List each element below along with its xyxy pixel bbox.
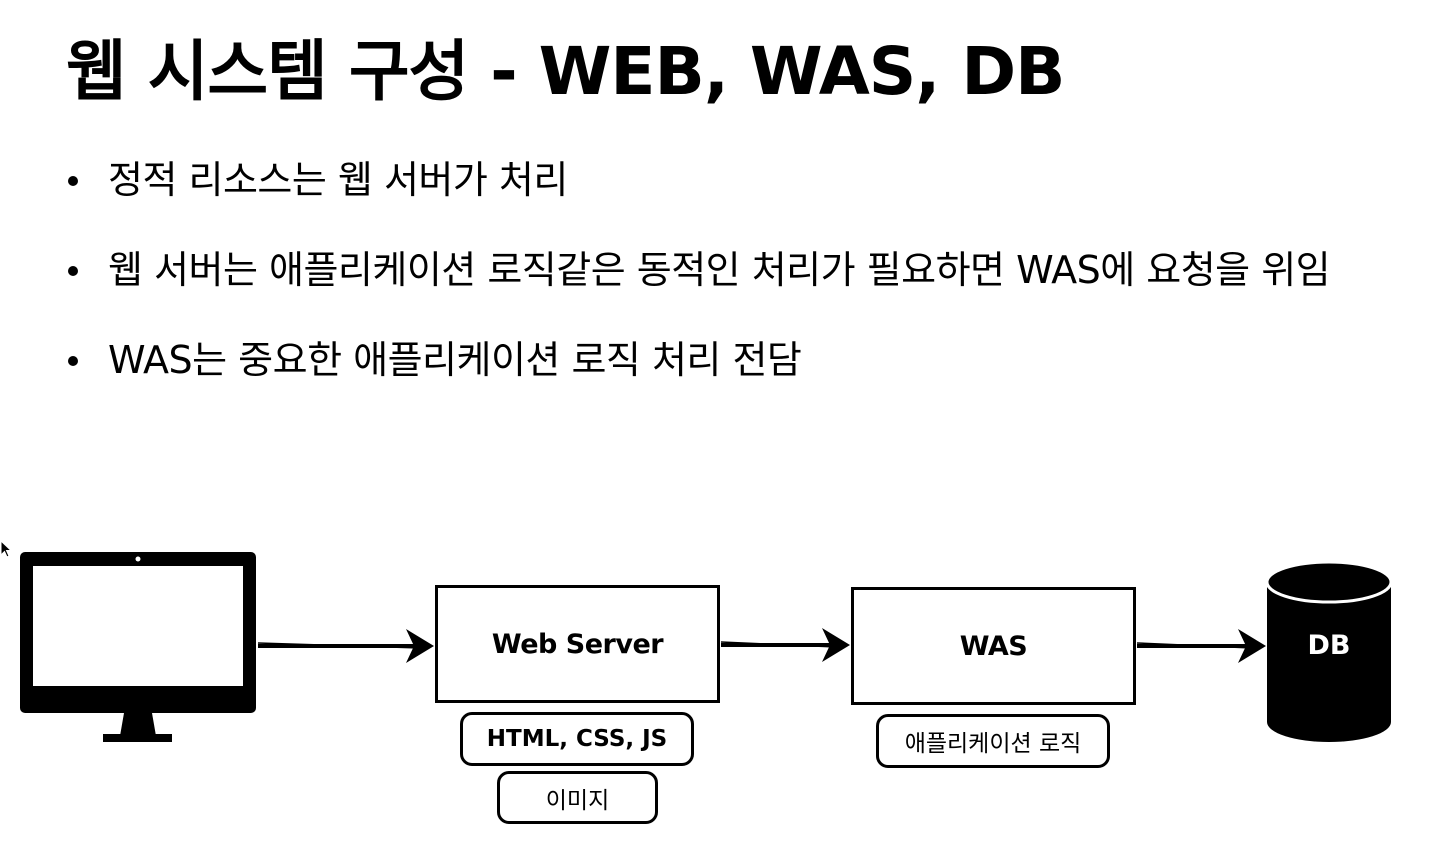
bullet-text: 웹 서버는 애플리케이션 로직같은 동적인 처리가 필요하면 WAS에 요청을 … <box>108 248 1331 292</box>
bullet-dot-icon <box>68 356 78 366</box>
web-server-label: Web Server <box>491 628 664 660</box>
diagram-graphics <box>20 552 1393 742</box>
slide-title: 웹 시스템 구성 - WEB, WAS, DB <box>66 33 1065 110</box>
db-label: DB <box>1307 630 1351 661</box>
bullet-item: WAS는 중요한 애플리케이션 로직 처리 전담 <box>66 330 1330 390</box>
arrow-client-to-web-icon <box>257 629 434 663</box>
bullet-list: 정적 리소스는 웹 서버가 처리 웹 서버는 애플리케이션 로직같은 동적인 처… <box>66 150 1331 420</box>
bullet-dot-icon <box>68 266 78 276</box>
tag-label: 이미지 <box>545 787 610 814</box>
bullet-item: 웹 서버는 애플리케이션 로직같은 동적인 처리가 필요하면 WAS에 요청을 … <box>66 240 1331 300</box>
mouse-pointer-icon <box>0 540 13 558</box>
architecture-diagram: Web Server HTML, CSS, JS 이미지 WAS 애플리케이션 … <box>0 540 1455 863</box>
tag-label: HTML, CSS, JS <box>486 726 668 752</box>
web-server-box: Web Server <box>435 585 720 703</box>
bullet-dot-icon <box>68 176 78 186</box>
arrow-web-to-was-icon <box>720 628 850 662</box>
bullet-text: 정적 리소스는 웹 서버가 처리 <box>108 158 568 202</box>
bullet-item: 정적 리소스는 웹 서버가 처리 <box>66 150 1330 210</box>
was-box: WAS <box>851 587 1136 705</box>
bullet-text: WAS는 중요한 애플리케이션 로직 처리 전담 <box>108 338 802 382</box>
tag-label: 애플리케이션 로직 <box>904 731 1082 757</box>
monitor-icon <box>20 552 256 742</box>
arrow-was-to-db-icon <box>1136 629 1266 663</box>
web-server-tag-image: 이미지 <box>497 771 658 824</box>
was-label: WAS <box>959 630 1028 662</box>
database-cylinder-icon <box>1265 560 1393 742</box>
web-server-tag-static: HTML, CSS, JS <box>460 712 694 766</box>
was-tag-app-logic: 애플리케이션 로직 <box>876 714 1110 768</box>
